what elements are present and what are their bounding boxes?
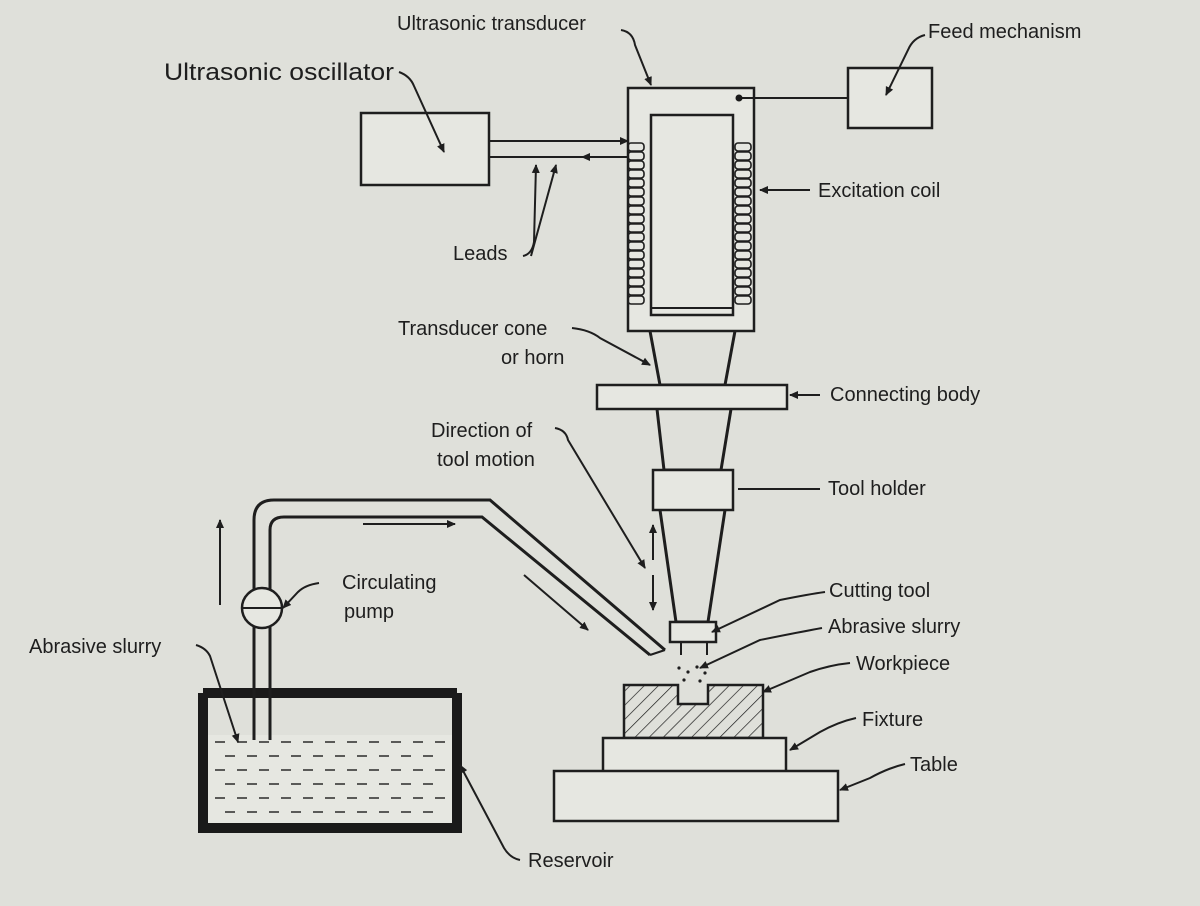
label-or-horn: or horn — [501, 347, 564, 369]
label-tool-holder: Tool holder — [828, 478, 926, 500]
label-cutting-tool: Cutting tool — [829, 580, 930, 602]
feed-mechanism-box — [846, 66, 934, 130]
label-reservoir: Reservoir — [528, 850, 614, 872]
leads-wires — [489, 137, 629, 161]
label-circulating: Circulating — [342, 572, 436, 594]
transducer-cone — [648, 330, 737, 387]
label-abrasive-slurry-right: Abrasive slurry — [828, 616, 960, 638]
label-pump: pump — [344, 601, 394, 623]
oscillator-box — [359, 111, 491, 187]
excitation-coil — [627, 142, 752, 305]
tool-holder — [651, 468, 735, 512]
label-workpiece: Workpiece — [856, 653, 950, 675]
label-direction-of: Direction of — [431, 420, 533, 442]
label-leads: Leads — [453, 243, 508, 265]
label-fixture: Fixture — [862, 709, 923, 731]
label-abrasive-slurry-left: Abrasive slurry — [29, 636, 161, 658]
label-table: Table — [910, 754, 958, 776]
label-connecting-body: Connecting body — [830, 384, 980, 406]
cutting-tool — [668, 620, 718, 644]
slurry-piping — [252, 498, 666, 740]
label-tool-motion: tool motion — [437, 449, 535, 471]
fixture — [601, 736, 788, 774]
transducer-core — [649, 113, 735, 317]
workpiece — [622, 683, 765, 740]
label-ultrasonic-transducer: Ultrasonic transducer — [397, 13, 586, 35]
connecting-body — [595, 383, 789, 411]
slurry-particles — [677, 665, 707, 683]
label-feed-mechanism: Feed mechanism — [928, 21, 1081, 43]
reservoir — [198, 688, 462, 833]
label-excitation-coil: Excitation coil — [818, 180, 940, 202]
machine-table — [552, 769, 840, 823]
lower-horn — [655, 408, 733, 472]
label-ultrasonic-oscillator: Ultrasonic oscillator — [164, 59, 394, 86]
tool-taper — [658, 509, 727, 624]
leader-lines — [195, 29, 926, 861]
label-transducer-cone: Transducer cone — [398, 318, 547, 340]
